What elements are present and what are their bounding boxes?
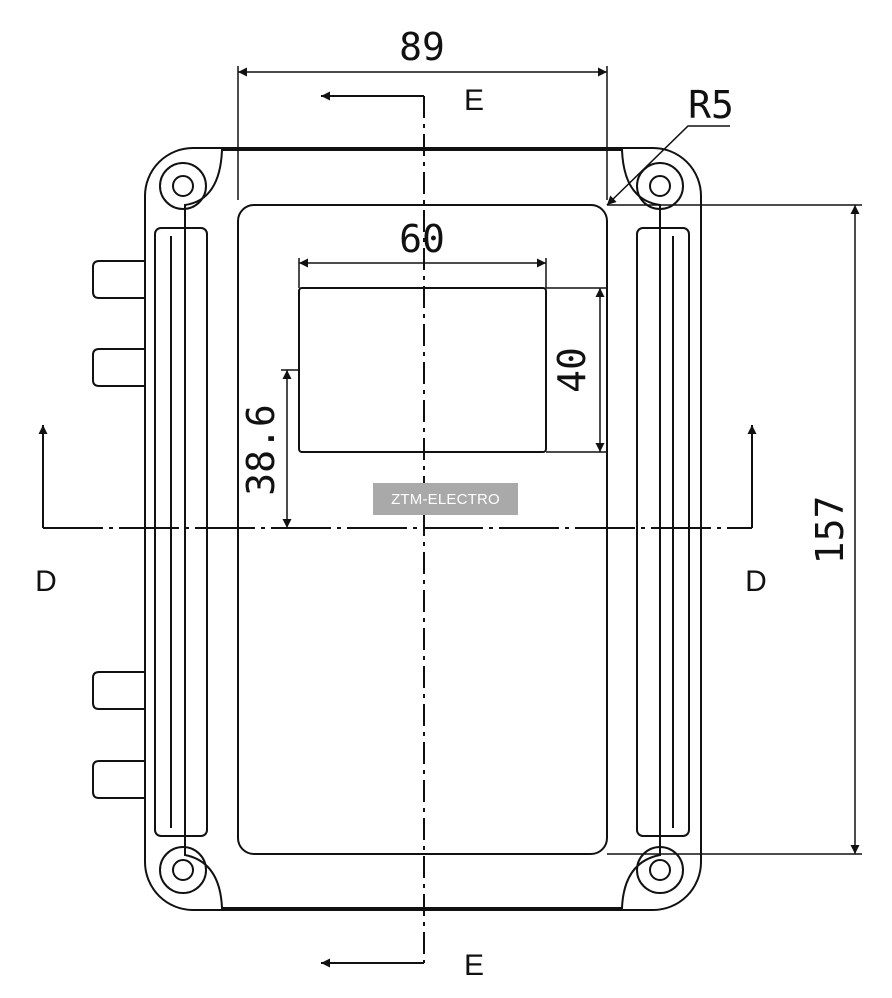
dim-38-6: 38.6 (239, 404, 283, 496)
dim-60: 60 (399, 217, 445, 261)
display-window (298, 287, 547, 453)
cable-gland-2 (92, 348, 145, 387)
screw-hole-top-left (159, 162, 207, 210)
cable-gland-4 (92, 760, 145, 799)
dim-89: 89 (399, 25, 445, 69)
screw-hole-top-right (636, 162, 684, 210)
cable-gland-1 (92, 260, 145, 299)
cable-gland-3 (92, 671, 145, 710)
screw-hole-bottom-right (636, 846, 684, 894)
left-rail (154, 227, 208, 837)
section-label-d-left: D (35, 565, 57, 598)
right-rail (636, 227, 690, 837)
section-label-d-right: D (745, 565, 767, 598)
section-label-e-top: E (464, 84, 484, 117)
watermark-badge: ZTM-ELECTRO (373, 483, 518, 515)
screw-hole-bottom-left (159, 846, 207, 894)
front-cover (237, 204, 608, 855)
dim-r5: R5 (688, 83, 734, 127)
section-label-e-bottom: E (464, 949, 484, 982)
dim-40: 40 (550, 347, 594, 393)
dim-157: 157 (808, 496, 852, 565)
radius-leader (606, 125, 730, 206)
